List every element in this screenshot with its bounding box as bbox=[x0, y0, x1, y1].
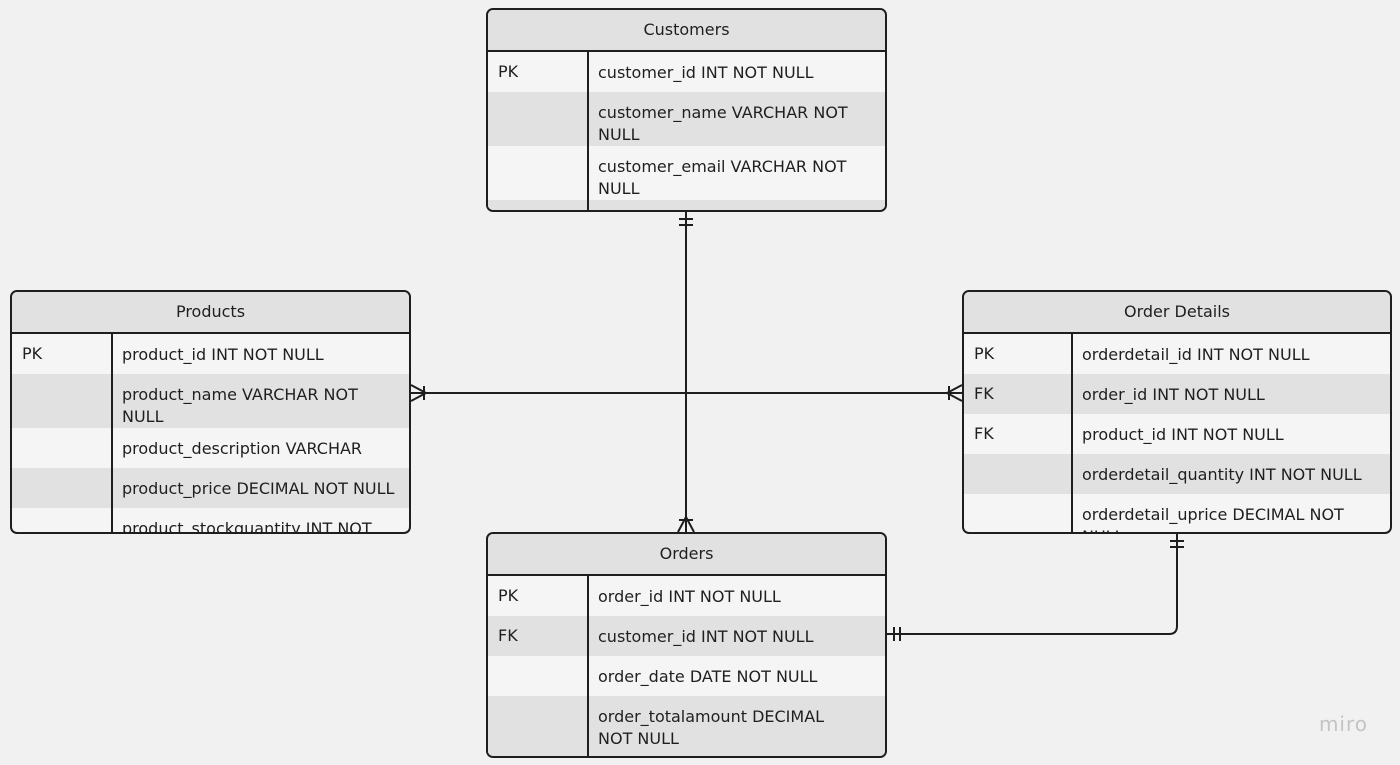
orders-orderdetails-connector[interactable] bbox=[887, 534, 1178, 635]
key-column-divider bbox=[1071, 334, 1073, 532]
table-row[interactable]: product_price DECIMAL NOT NULL bbox=[12, 468, 409, 508]
field-definition: customer_id INT NOT NULL bbox=[598, 63, 814, 82]
table-row[interactable]: product_stockquantity INT NOT NULL bbox=[12, 508, 409, 534]
key-label: PK bbox=[498, 62, 519, 81]
table-row[interactable]: product_description VARCHAR bbox=[12, 428, 409, 468]
customers-table-title: Customers bbox=[488, 10, 885, 52]
products-table[interactable]: Products PK product_id INT NOT NULL prod… bbox=[10, 290, 411, 534]
table-row[interactable]: order_totalamount DECIMAL NOT NULL bbox=[488, 696, 885, 756]
field-definition: order_date DATE NOT NULL bbox=[598, 667, 818, 686]
order-details-table[interactable]: Order Details PK orderdetail_id INT NOT … bbox=[962, 290, 1392, 534]
customers-table[interactable]: Customers PK customer_id INT NOT NULL cu… bbox=[486, 8, 887, 212]
key-label bbox=[964, 454, 1071, 464]
orders-table-body: PK order_id INT NOT NULL FK customer_id … bbox=[488, 576, 885, 756]
field-definition: product_id INT NOT NULL bbox=[122, 345, 324, 364]
key-label bbox=[12, 508, 111, 518]
key-label: FK bbox=[498, 626, 518, 645]
key-label: FK bbox=[974, 384, 994, 403]
table-row[interactable]: customer_email VARCHAR NOT NULL bbox=[488, 146, 885, 200]
field-definition: orderdetail_uprice DECIMAL NOT NULL bbox=[1082, 505, 1344, 532]
orders-table-title: Orders bbox=[488, 534, 885, 576]
table-row[interactable]: customer_name VARCHAR NOT NULL bbox=[488, 92, 885, 146]
customers-table-body: PK customer_id INT NOT NULL customer_nam… bbox=[488, 52, 885, 210]
table-row[interactable]: customer_address VARCHAR bbox=[488, 200, 885, 210]
field-definition: orderdetail_quantity INT NOT NULL bbox=[1082, 465, 1362, 484]
order-details-table-title: Order Details bbox=[964, 292, 1390, 334]
field-definition: order_id INT NOT NULL bbox=[598, 587, 781, 606]
key-column-divider bbox=[587, 576, 589, 756]
key-label: FK bbox=[974, 424, 994, 443]
key-label bbox=[488, 696, 587, 706]
table-row[interactable]: product_name VARCHAR NOT NULL bbox=[12, 374, 409, 428]
table-row[interactable]: FK customer_id INT NOT NULL bbox=[488, 616, 885, 656]
table-row[interactable]: PK order_id INT NOT NULL bbox=[488, 576, 885, 616]
key-column-divider bbox=[587, 52, 589, 210]
key-column-divider bbox=[111, 334, 113, 532]
table-row[interactable]: FK product_id INT NOT NULL bbox=[964, 414, 1390, 454]
key-label bbox=[12, 428, 111, 438]
key-label bbox=[964, 494, 1071, 504]
field-definition: customer_email VARCHAR NOT NULL bbox=[598, 157, 847, 198]
order-details-table-body: PK orderdetail_id INT NOT NULL FK order_… bbox=[964, 334, 1390, 532]
key-label bbox=[12, 468, 111, 478]
key-label: PK bbox=[498, 586, 519, 605]
field-definition: order_id INT NOT NULL bbox=[1082, 385, 1265, 404]
products-table-title: Products bbox=[12, 292, 409, 334]
field-definition: product_price DECIMAL NOT NULL bbox=[122, 479, 395, 498]
orders-table[interactable]: Orders PK order_id INT NOT NULL FK custo… bbox=[486, 532, 887, 758]
field-definition: customer_id INT NOT NULL bbox=[598, 627, 814, 646]
field-definition: product_stockquantity INT NOT NULL bbox=[122, 519, 372, 534]
field-definition: customer_address VARCHAR bbox=[587, 200, 836, 210]
table-row[interactable]: orderdetail_quantity INT NOT NULL bbox=[964, 454, 1390, 494]
key-label bbox=[488, 200, 587, 210]
table-row[interactable]: FK order_id INT NOT NULL bbox=[964, 374, 1390, 414]
key-label: PK bbox=[974, 344, 995, 363]
table-row[interactable]: order_date DATE NOT NULL bbox=[488, 656, 885, 696]
field-definition: customer_name VARCHAR NOT NULL bbox=[598, 103, 848, 144]
field-definition: product_name VARCHAR NOT NULL bbox=[122, 385, 358, 426]
miro-watermark: miro bbox=[1318, 712, 1368, 736]
table-row[interactable]: PK customer_id INT NOT NULL bbox=[488, 52, 885, 92]
field-definition: orderdetail_id INT NOT NULL bbox=[1082, 345, 1310, 364]
table-row[interactable]: PK product_id INT NOT NULL bbox=[12, 334, 409, 374]
field-definition: product_description VARCHAR bbox=[122, 439, 363, 458]
table-row[interactable]: orderdetail_uprice DECIMAL NOT NULL bbox=[964, 494, 1390, 532]
key-label bbox=[12, 374, 111, 384]
key-label bbox=[488, 656, 587, 666]
products-table-body: PK product_id INT NOT NULL product_name … bbox=[12, 334, 409, 534]
table-row[interactable]: PK orderdetail_id INT NOT NULL bbox=[964, 334, 1390, 374]
key-label bbox=[488, 92, 587, 102]
key-label: PK bbox=[22, 344, 43, 363]
field-definition: order_totalamount DECIMAL NOT NULL bbox=[598, 707, 825, 748]
field-definition: product_id INT NOT NULL bbox=[1082, 425, 1284, 444]
key-label bbox=[488, 146, 587, 156]
